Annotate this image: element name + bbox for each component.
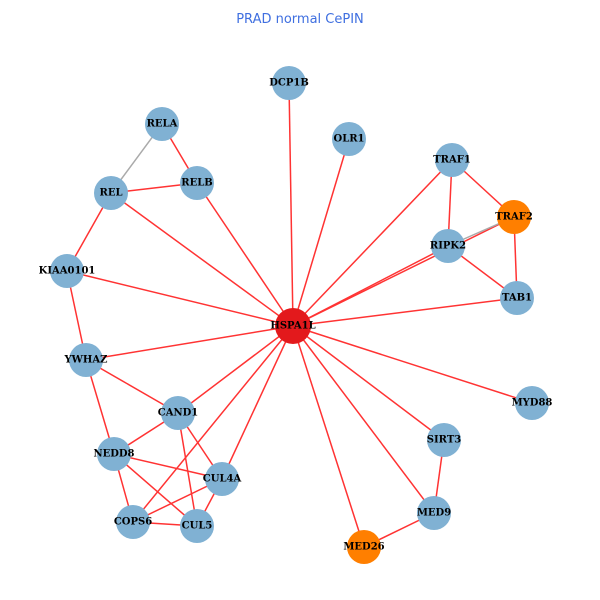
node-circle <box>180 166 214 200</box>
node-label: TAB1 <box>502 293 532 304</box>
node-circle <box>50 254 84 288</box>
node-label: COPS6 <box>114 517 152 528</box>
node-traf2[interactable]: TRAF2 <box>495 200 533 234</box>
edge-hspa1l-dcp1b <box>288 82 294 327</box>
edge-hspa1l-med26 <box>292 325 365 548</box>
edge-cand1-cul5 <box>177 412 198 527</box>
node-rel[interactable]: REL <box>94 176 128 210</box>
node-label: CUL5 <box>182 521 213 532</box>
node-circle <box>69 343 103 377</box>
node-circle <box>161 396 195 430</box>
edge-hspa1l-olr1 <box>292 138 350 327</box>
node-circle <box>275 308 311 344</box>
node-label: CUL4A <box>203 474 242 485</box>
node-myd88[interactable]: MYD88 <box>512 386 553 420</box>
edge-nedd8-cul5 <box>113 453 198 527</box>
node-dcp1b[interactable]: DCP1B <box>269 66 309 100</box>
node-circle <box>500 281 534 315</box>
node-med26[interactable]: MED26 <box>343 530 385 564</box>
node-circle <box>427 423 461 457</box>
node-label: KIAA0101 <box>39 266 96 277</box>
node-label: HSPA1L <box>270 321 315 332</box>
node-label: OLR1 <box>333 134 364 145</box>
edge-hspa1l-cops6 <box>132 325 294 523</box>
node-circle <box>205 462 239 496</box>
edge-hspa1l-traf1 <box>292 159 453 327</box>
node-med9[interactable]: MED9 <box>417 496 451 530</box>
node-circle <box>435 143 469 177</box>
diagram-title: PRAD normal CePIN <box>236 12 364 27</box>
edge-hspa1l-kiaa0101 <box>66 270 294 327</box>
node-circle <box>145 107 179 141</box>
edge-hspa1l-myd88 <box>292 325 533 404</box>
node-circle <box>180 509 214 543</box>
node-cops6[interactable]: COPS6 <box>114 505 152 539</box>
edge-hspa1l-traf2 <box>292 216 515 327</box>
node-circle <box>431 229 465 263</box>
edge-hspa1l-sirt3 <box>292 325 445 441</box>
node-label: DCP1B <box>269 78 309 89</box>
node-cand1[interactable]: CAND1 <box>158 396 199 430</box>
node-circle <box>347 530 381 564</box>
node-circle <box>94 176 128 210</box>
edge-hspa1l-med9 <box>292 325 435 514</box>
node-rela[interactable]: RELA <box>145 107 179 141</box>
node-ywhaz[interactable]: YWHAZ <box>64 343 108 377</box>
node-label: MED26 <box>343 542 384 553</box>
node-circle <box>272 66 306 100</box>
edge-hspa1l-ywhaz <box>85 325 294 361</box>
node-label: RELA <box>147 119 178 130</box>
node-relb[interactable]: RELB <box>180 166 214 200</box>
node-circle <box>332 122 366 156</box>
node-olr1[interactable]: OLR1 <box>332 122 366 156</box>
node-label: SIRT3 <box>427 435 461 446</box>
node-label: MED9 <box>417 508 451 519</box>
edge-hspa1l-relb <box>196 182 294 327</box>
edge-ywhaz-cand1 <box>85 359 179 414</box>
node-label: CAND1 <box>158 408 199 419</box>
node-label: YWHAZ <box>64 355 108 366</box>
node-circle <box>97 437 131 471</box>
node-label: REL <box>100 188 123 199</box>
node-nedd8[interactable]: NEDD8 <box>93 437 135 471</box>
node-cul4a[interactable]: CUL4A <box>203 462 242 496</box>
node-circle <box>497 200 531 234</box>
node-circle <box>116 505 150 539</box>
edge-hspa1l-tab1 <box>292 297 518 327</box>
edge-nedd8-cul4a <box>113 453 223 480</box>
node-traf1[interactable]: TRAF1 <box>433 143 471 177</box>
edge-hspa1l-cand1 <box>177 325 294 414</box>
edge-hspa1l-rel <box>110 192 294 327</box>
node-cul5[interactable]: CUL5 <box>180 509 214 543</box>
node-hspa1l[interactable]: HSPA1L <box>270 308 316 344</box>
node-ripk2[interactable]: RIPK2 <box>430 229 466 263</box>
node-label: RIPK2 <box>430 241 466 252</box>
node-label: TRAF2 <box>495 212 533 223</box>
edge-hspa1l-cul4a <box>221 325 294 480</box>
node-kiaa0101[interactable]: KIAA0101 <box>39 254 96 288</box>
node-sirt3[interactable]: SIRT3 <box>427 423 461 457</box>
node-tab1[interactable]: TAB1 <box>500 281 534 315</box>
node-label: NEDD8 <box>93 449 134 460</box>
node-circle <box>417 496 451 530</box>
node-label: RELB <box>181 178 212 189</box>
node-label: MYD88 <box>512 398 553 409</box>
node-label: TRAF1 <box>433 155 471 166</box>
node-circle <box>515 386 549 420</box>
